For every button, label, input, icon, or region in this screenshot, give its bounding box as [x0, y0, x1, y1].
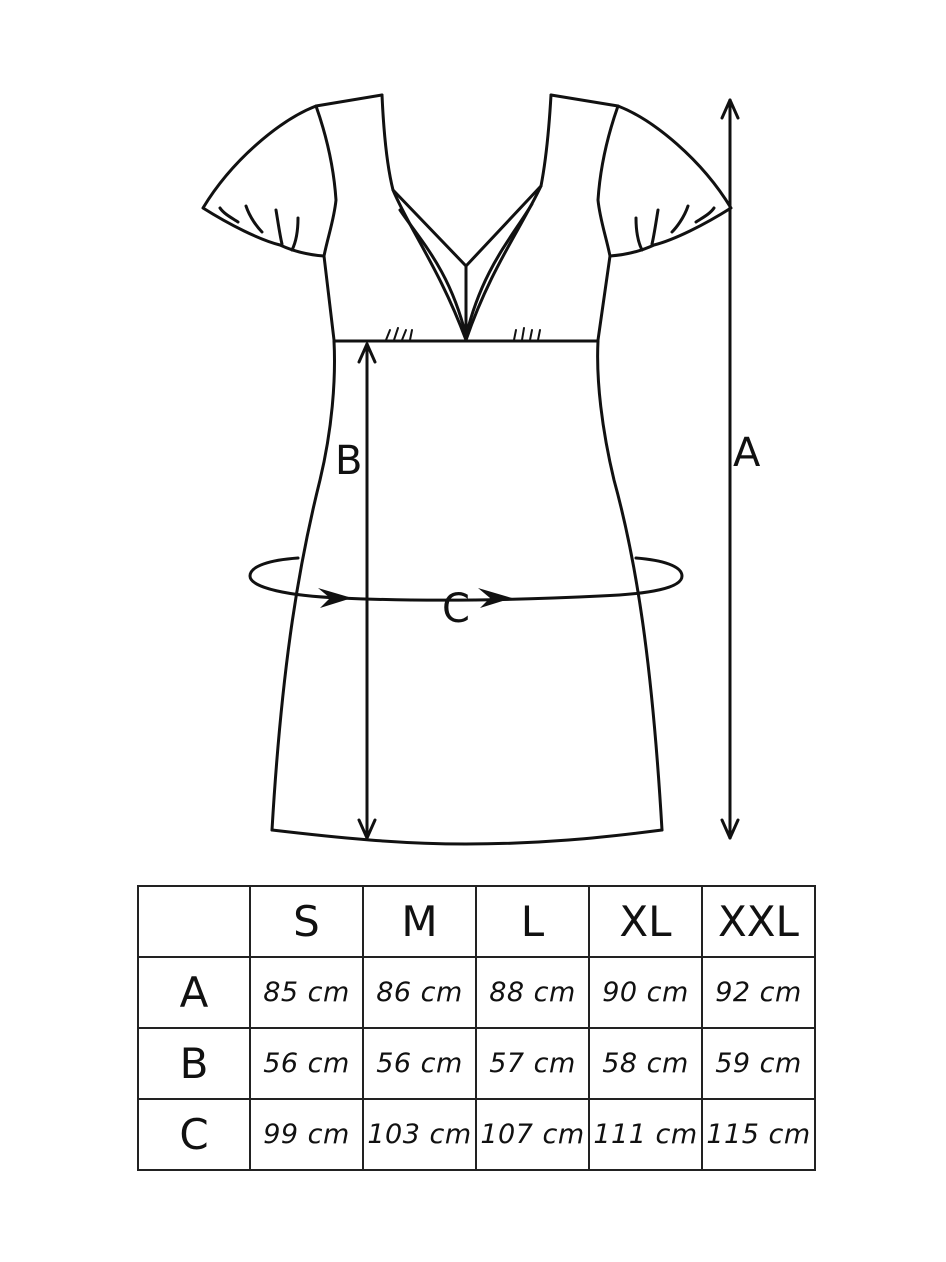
dress-skirt-right	[596, 339, 664, 832]
table-cell: 58 cm	[588, 1027, 703, 1100]
table-row: C 99 cm 103 cm 107 cm 111 cm 115 cm	[137, 1098, 816, 1171]
measure-arrow-b-head-bottom	[357, 818, 377, 840]
table-cell: 85 cm	[249, 956, 364, 1029]
row-label-c: C	[137, 1098, 251, 1171]
sleeve-ruffle-right-4	[634, 216, 644, 252]
table-cell: 86 cm	[362, 956, 477, 1029]
measure-arrow-a-head-top	[720, 98, 740, 120]
measure-loop-c-arrowhead-left	[318, 588, 352, 608]
size-column-xl: XL	[588, 885, 703, 958]
row-label-b: B	[137, 1027, 251, 1100]
gather-mark	[513, 327, 541, 341]
size-header-row: S M L XL XXL	[137, 885, 816, 958]
dress-outline-left-shoulder	[314, 93, 384, 342]
gather-mark	[385, 327, 413, 341]
table-cell: 107 cm	[475, 1098, 590, 1171]
measure-label-b: B	[335, 438, 362, 484]
measure-loop-c-arrowhead-right	[478, 588, 512, 608]
table-cell: 92 cm	[701, 956, 816, 1029]
sleeve-ruffle-left-4	[290, 216, 300, 252]
size-column-l: L	[475, 885, 590, 958]
size-column-m: M	[362, 885, 477, 958]
table-cell: 115 cm	[701, 1098, 816, 1171]
measure-label-a: A	[733, 430, 761, 476]
dress-neckline-curve-right	[464, 202, 534, 338]
sleeve-ruffle-right-3	[650, 208, 660, 246]
size-chart-table: S M L XL XXL A 85 cm 86 cm 88 cm 90 cm 9…	[137, 885, 816, 1171]
dress-right-sleeve	[608, 104, 733, 258]
dress-outline-right-shoulder	[549, 93, 620, 342]
table-cell: 59 cm	[701, 1027, 816, 1100]
table-corner-cell	[137, 885, 251, 958]
table-row: B 56 cm 56 cm 57 cm 58 cm 59 cm	[137, 1027, 816, 1100]
dress-skirt-left	[270, 339, 336, 832]
table-cell: 99 cm	[249, 1098, 364, 1171]
size-column-s: S	[249, 885, 364, 958]
size-column-xxl: XXL	[701, 885, 816, 958]
sleeve-ruffle-right-1	[694, 206, 716, 224]
table-cell: 88 cm	[475, 956, 590, 1029]
table-cell: 103 cm	[362, 1098, 477, 1171]
sleeve-ruffle-right-2	[670, 204, 690, 234]
dress-diagram: A B C	[201, 93, 761, 846]
sleeve-ruffle-left-1	[218, 206, 240, 224]
sleeve-ruffle-left-3	[274, 208, 284, 246]
table-cell: 90 cm	[588, 956, 703, 1029]
table-cell: 56 cm	[249, 1027, 364, 1100]
measure-arrow-b-head-top	[357, 342, 377, 364]
row-label-a: A	[137, 956, 251, 1029]
dress-hem	[270, 828, 664, 846]
table-row: A 85 cm 86 cm 88 cm 90 cm 92 cm	[137, 956, 816, 1029]
table-cell: 56 cm	[362, 1027, 477, 1100]
table-cell: 111 cm	[588, 1098, 703, 1171]
dress-neckline-curve-left	[398, 208, 468, 338]
measure-label-c: C	[442, 586, 470, 632]
dress-left-sleeve	[201, 104, 326, 258]
measure-arrow-a-head-bottom	[720, 818, 740, 840]
measure-loop-c	[248, 556, 684, 602]
sleeve-ruffle-left-2	[244, 204, 264, 234]
table-cell: 57 cm	[475, 1027, 590, 1100]
